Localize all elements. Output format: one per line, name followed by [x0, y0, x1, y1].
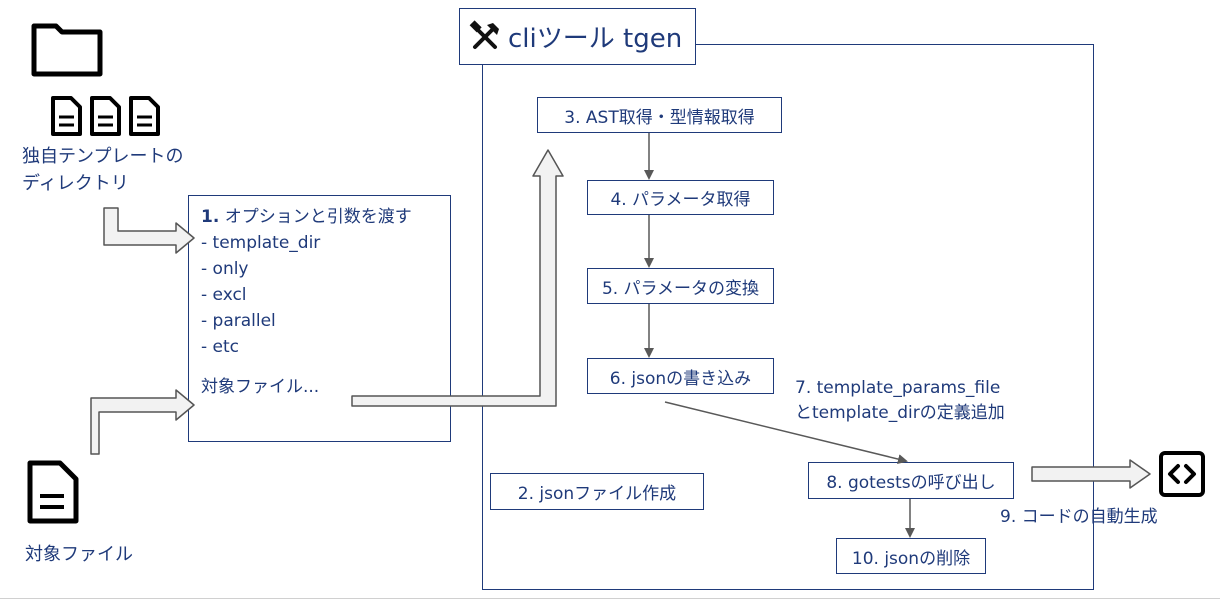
block-arrow-template-dir — [103, 207, 195, 254]
target-file-label: 対象ファイル — [25, 544, 133, 565]
folder-icon — [31, 23, 103, 77]
step4-box: 4. パラメータ取得 — [587, 180, 774, 215]
arg-item: - excl — [201, 285, 247, 305]
step3-box: 3. AST取得・型情報取得 — [537, 97, 782, 133]
step7-label-1: 7. template_params_file — [795, 378, 1001, 398]
block-arrow-to-code — [1031, 459, 1151, 489]
tool-frame — [482, 44, 1094, 590]
step10-box: 10. jsonの削除 — [836, 538, 986, 574]
step9-label: 9. コードの自動生成 — [1000, 507, 1158, 527]
document-icon — [51, 96, 160, 136]
step1-heading: オプションと引数を渡す — [224, 207, 412, 227]
block-arrow-to-step3 — [351, 149, 564, 407]
arg-item: - template_dir — [201, 233, 321, 253]
arg-item: - parallel — [201, 311, 276, 331]
arrow-6-to-8 — [664, 401, 908, 464]
code-icon — [1159, 451, 1205, 497]
template-dir-label-1: 独自テンプレートの — [22, 146, 184, 167]
tool-title: cliツール tgen — [508, 24, 683, 54]
step5-box: 5. パラメータの変換 — [587, 268, 774, 304]
arg-item: - only — [201, 259, 249, 279]
step2-box: 2. jsonファイル作成 — [490, 473, 704, 510]
step8-box: 8. gotestsの呼び出し — [808, 462, 1014, 499]
tools-icon — [469, 19, 499, 49]
step6-box: 6. jsonの書き込み — [587, 358, 774, 394]
arg-item: - etc — [201, 337, 240, 357]
step1-number: 1. — [201, 207, 220, 227]
target-files-arg: 対象ファイル... — [201, 377, 320, 397]
document-icon — [27, 460, 79, 524]
step7-label-2: とtemplate_dirの定義追加 — [795, 403, 1005, 423]
template-dir-label-2: ディレクトリ — [22, 173, 129, 194]
block-arrow-target-file — [90, 389, 195, 455]
tool-title-box: cliツール tgen — [459, 8, 696, 65]
